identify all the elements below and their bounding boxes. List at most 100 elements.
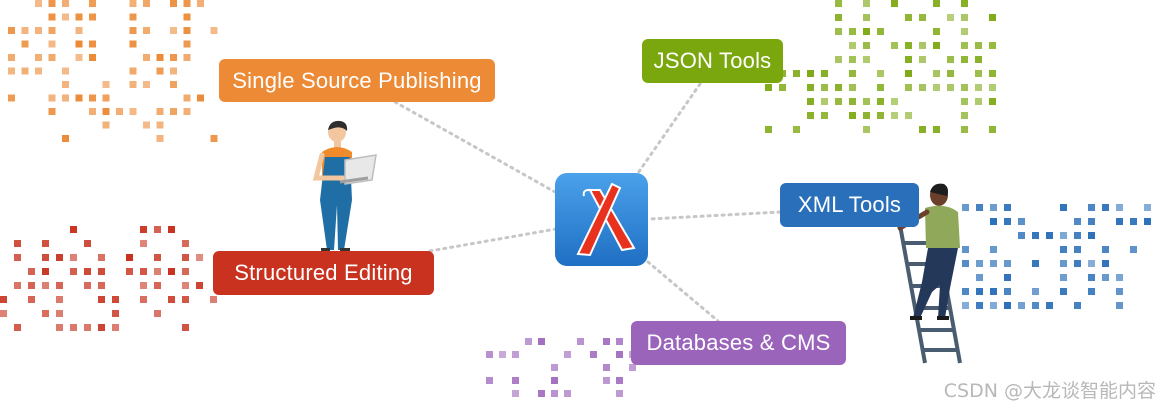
pixel-square [182, 254, 189, 261]
pixel-square [183, 94, 191, 102]
pixel-square [877, 28, 884, 35]
pixel-square [590, 351, 597, 358]
connector-ssp [393, 100, 557, 194]
pixel-square [905, 14, 912, 21]
node-json-tools: JSON Tools [642, 39, 783, 83]
pixel-square [143, 27, 150, 34]
pixel-square [1004, 288, 1011, 295]
pixel-square [129, 40, 137, 48]
pixel-square [1032, 232, 1039, 239]
pixel-square [56, 254, 63, 261]
pixel-square [154, 268, 161, 275]
pixel-square [835, 28, 842, 35]
pixel-square [863, 0, 870, 7]
pixel-square [8, 94, 15, 102]
pixel-square [603, 364, 610, 371]
pixel-square [976, 302, 983, 309]
pixel-square [990, 246, 997, 253]
pixel-square [891, 42, 898, 49]
pixel-square [1116, 302, 1123, 309]
pixel-square [35, 67, 42, 75]
pixel-square [863, 42, 870, 49]
pixel-square [126, 268, 133, 275]
pixel-square [603, 377, 610, 384]
pixel-square [56, 324, 63, 331]
pixel-square [89, 108, 96, 115]
pixel-square [28, 268, 35, 275]
pixel-square [168, 226, 175, 233]
pixel-square [140, 282, 147, 289]
pixel-square [947, 56, 954, 63]
pixel-square [183, 40, 191, 48]
pixel-square [102, 108, 110, 115]
green-pixel-cluster [765, 0, 996, 133]
pixel-square [98, 282, 105, 289]
pixel-square [1060, 246, 1067, 253]
pixel-square [919, 84, 926, 91]
pixel-square [56, 310, 63, 317]
pixel-square [807, 84, 814, 91]
pixel-square [512, 390, 519, 397]
pixel-square [863, 56, 870, 63]
blue-pixel-cluster [962, 204, 1151, 309]
pixel-square [863, 14, 870, 21]
pixel-square [863, 112, 870, 119]
pixel-square [170, 27, 177, 34]
pixel-square [905, 70, 912, 77]
pixel-square [129, 13, 137, 21]
connector-json [636, 82, 702, 175]
pixel-square [75, 54, 83, 61]
pixel-square [947, 14, 954, 21]
pixel-square [835, 56, 842, 63]
pixel-square [990, 288, 997, 295]
pixel-square [835, 84, 842, 91]
pixel-square [156, 67, 164, 75]
pixel-square [56, 296, 63, 303]
pixel-square [961, 42, 968, 49]
pixel-square [183, 54, 191, 61]
node-single-source-publishing: Single Source Publishing [219, 59, 495, 102]
pixel-square [1102, 204, 1109, 211]
pixel-square [486, 377, 493, 384]
pixel-square [989, 126, 996, 133]
pixel-square [168, 296, 175, 303]
pixel-square [975, 70, 982, 77]
pixel-square [0, 310, 7, 317]
pixel-square [1130, 218, 1137, 225]
pixel-square [84, 282, 91, 289]
pixel-square [170, 67, 177, 75]
pixel-square [1088, 232, 1095, 239]
pixel-square [84, 240, 91, 247]
pixel-square [976, 274, 983, 281]
pixel-square [975, 42, 982, 49]
pixel-square [143, 121, 150, 129]
pixel-square [765, 84, 772, 91]
pixel-square [210, 27, 218, 34]
pixel-square [976, 260, 983, 267]
pixel-square [48, 54, 56, 61]
pixel-square [891, 112, 898, 119]
pixel-square [849, 42, 856, 49]
pixel-square [35, 0, 42, 7]
pixel-square [98, 296, 105, 303]
pixel-square [990, 204, 997, 211]
pixel-square [129, 108, 137, 115]
pixel-square [170, 108, 177, 115]
pixel-square [170, 0, 177, 7]
pixel-square [919, 42, 926, 49]
pixel-square [156, 54, 164, 61]
pixel-square [793, 126, 800, 133]
pixel-square [182, 240, 189, 247]
pixel-square [183, 13, 191, 21]
pixel-square [129, 81, 137, 88]
pixel-square [603, 338, 610, 345]
pixel-square [75, 27, 83, 34]
pixel-square [42, 240, 49, 247]
pixel-square [863, 28, 870, 35]
pixel-square [961, 84, 968, 91]
pixel-square [975, 56, 982, 63]
pixel-square [14, 324, 21, 331]
pixel-square [62, 67, 69, 75]
pixel-square [1144, 218, 1151, 225]
pixel-square [154, 226, 161, 233]
